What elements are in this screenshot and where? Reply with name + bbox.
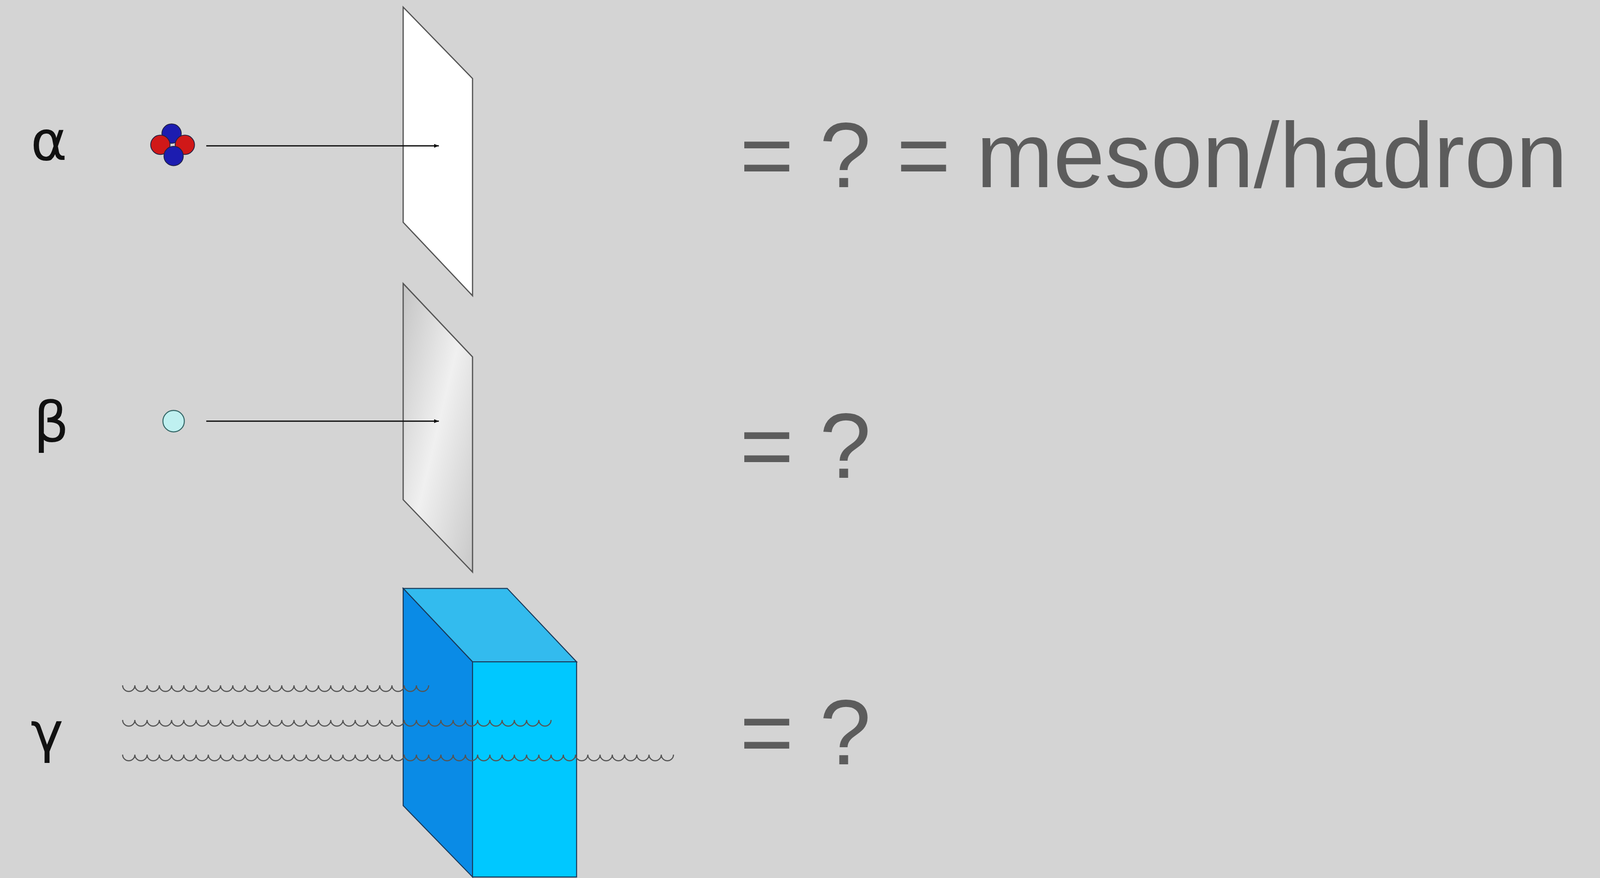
block-side bbox=[403, 588, 473, 878]
paper-sheet bbox=[403, 6, 473, 296]
block-front bbox=[472, 662, 577, 878]
lead-block bbox=[403, 588, 577, 878]
radiation-symbol: γ bbox=[30, 704, 64, 761]
question-label: = ? = meson/hadron bbox=[739, 109, 1568, 202]
gamma-wave bbox=[122, 685, 429, 692]
trajectory-arrow bbox=[206, 420, 439, 423]
beta-particle bbox=[162, 410, 184, 432]
radiation-symbol: α bbox=[30, 113, 68, 169]
trajectory-arrow bbox=[206, 145, 439, 147]
neutron bbox=[164, 146, 184, 166]
radiation-symbol: β bbox=[33, 394, 70, 451]
gamma-wave bbox=[122, 720, 552, 727]
question-label: = ? bbox=[739, 686, 871, 779]
question-label: = ? bbox=[739, 399, 871, 493]
alpha-particle bbox=[150, 123, 195, 166]
gamma-wave bbox=[122, 754, 674, 761]
gamma-rays bbox=[122, 685, 674, 761]
aluminium-sheet bbox=[403, 283, 473, 573]
